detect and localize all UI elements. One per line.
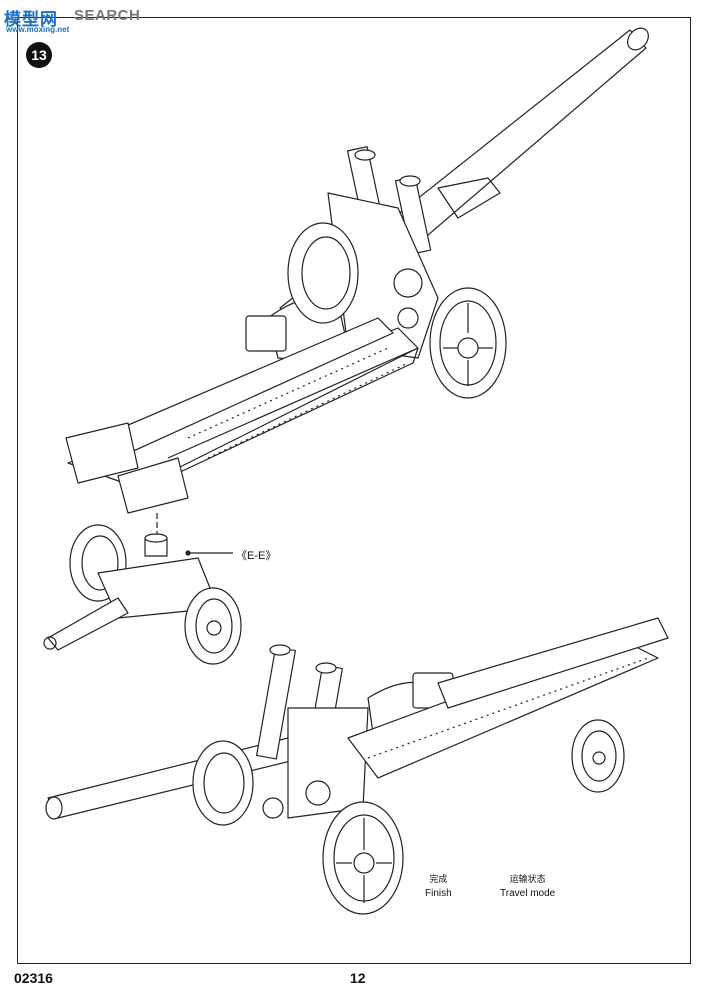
watermark-logo: 模型网 SEARCH www.moxing.net bbox=[2, 2, 172, 36]
travel-mode-label: 运输状态 Travel mode bbox=[500, 874, 555, 900]
finish-label-en: Finish bbox=[425, 888, 452, 899]
step-number-badge: 13 bbox=[26, 42, 52, 68]
travel-mode-label-en: Travel mode bbox=[500, 888, 556, 899]
watermark-url: www.moxing.net bbox=[6, 25, 70, 34]
limber-assembly bbox=[43, 524, 242, 665]
page-number: 12 bbox=[350, 970, 366, 986]
finish-label: 完成 Finish bbox=[425, 874, 452, 900]
gun-travel-mode bbox=[45, 617, 669, 915]
page-frame bbox=[17, 17, 691, 964]
kit-code: 02316 bbox=[14, 970, 53, 986]
finish-label-cn: 完成 bbox=[429, 875, 448, 885]
travel-mode-label-cn: 运输状态 bbox=[509, 875, 546, 885]
gun-firing-position bbox=[65, 27, 649, 543]
watermark-cn: 模型网 bbox=[4, 10, 58, 30]
watermark-en: SEARCH bbox=[74, 7, 141, 24]
assembly-drawing bbox=[43, 27, 669, 915]
callout-e-e: 《E-E》 bbox=[236, 550, 277, 562]
